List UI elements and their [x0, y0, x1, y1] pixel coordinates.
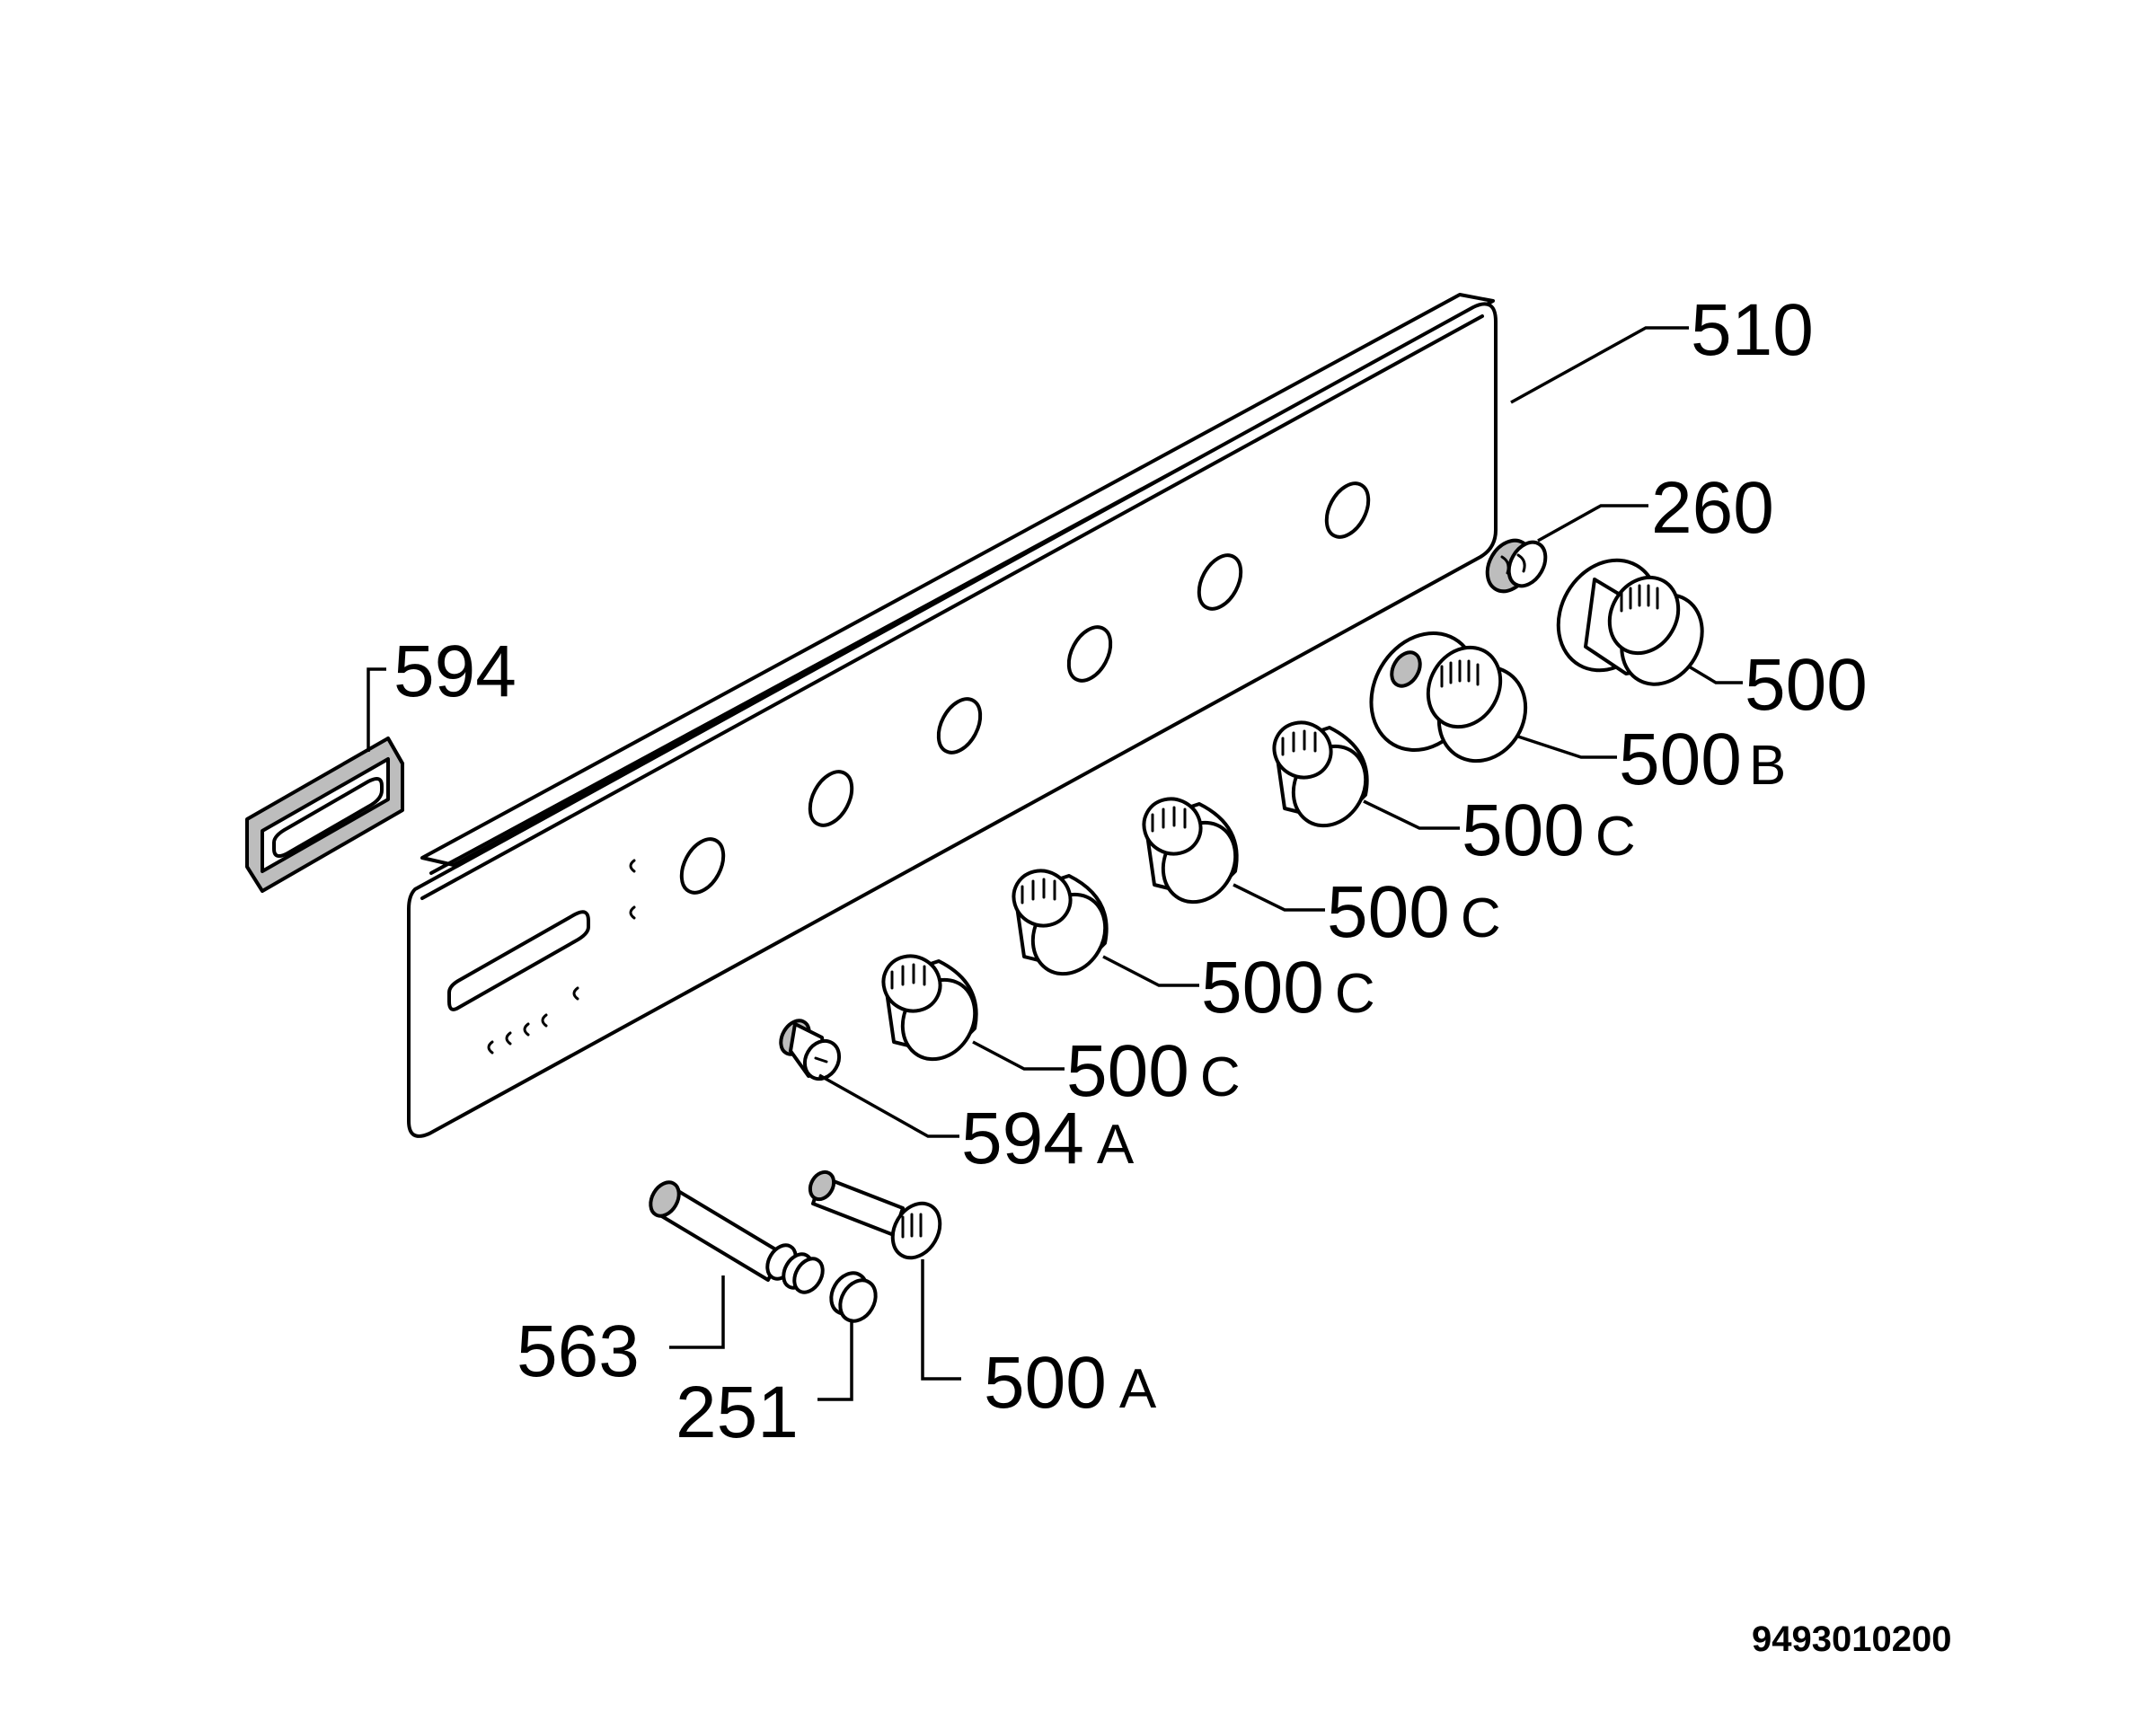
knob-500	[1556, 558, 1704, 686]
label-260: 260	[1651, 467, 1774, 549]
label-251: 251	[676, 1372, 799, 1453]
display-buttons	[487, 859, 636, 1055]
button-594a	[779, 1019, 842, 1081]
knob-500a	[808, 1169, 942, 1260]
knob-500c-3	[1012, 869, 1109, 976]
knob-holes	[679, 481, 1371, 895]
knob-500c-1	[1272, 720, 1369, 828]
control-panel-510	[407, 293, 1498, 1138]
knob-500c-4	[881, 954, 978, 1062]
knob-260	[1485, 538, 1548, 594]
leader-lines	[367, 326, 1743, 1401]
document-id: 9493010200	[1752, 1620, 1951, 1659]
knob-500c-2	[1142, 797, 1239, 905]
cap-251	[829, 1271, 878, 1323]
label-563: 563	[517, 1311, 640, 1392]
bracket-594	[245, 737, 404, 893]
label-500: 500	[1745, 644, 1868, 726]
shaft-563	[649, 1180, 825, 1294]
label-594: 594	[393, 631, 517, 712]
knob-500b	[1369, 631, 1528, 763]
label-510: 510	[1691, 289, 1814, 371]
